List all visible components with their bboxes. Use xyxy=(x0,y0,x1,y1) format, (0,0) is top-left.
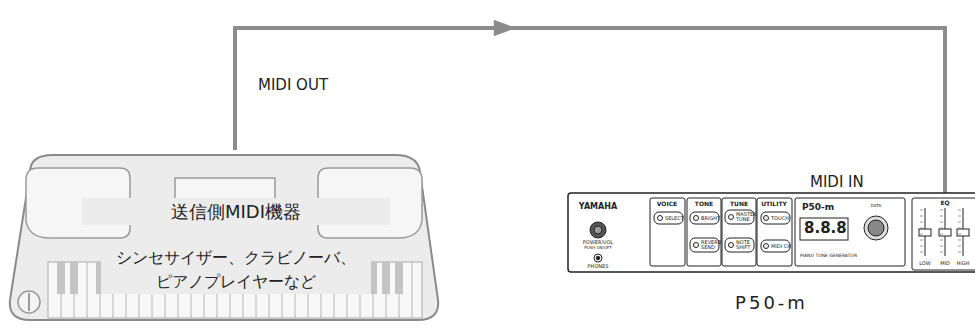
eq-tick xyxy=(940,246,943,247)
panel-label: P50-m xyxy=(802,203,834,212)
eq-tick xyxy=(940,228,943,229)
phones-jack-hole xyxy=(596,256,600,260)
wheel xyxy=(18,291,40,313)
arrowhead xyxy=(494,20,516,37)
led-display xyxy=(800,218,848,240)
eq-tick xyxy=(940,240,943,241)
panel-label: MID xyxy=(940,261,950,266)
eq-tick xyxy=(958,252,961,253)
eq-tick xyxy=(940,234,943,235)
eq-tick xyxy=(920,228,923,229)
panel-label: REVERB SEND xyxy=(701,240,718,251)
eq-tick xyxy=(940,216,943,217)
eq-section xyxy=(912,198,975,270)
tune-section xyxy=(722,198,756,266)
high-slider-knob xyxy=(957,229,969,236)
panel-label: TOUCH xyxy=(771,216,789,221)
tone-generator: P50-m xyxy=(568,193,975,315)
select-button xyxy=(654,212,683,224)
device-heading: 送信側MIDI機器 xyxy=(82,198,390,225)
panel-label: TUNE xyxy=(730,201,748,207)
eq-tick xyxy=(958,216,961,217)
bright-led xyxy=(694,216,699,221)
reverb-button xyxy=(690,238,719,252)
panel-label: LOW xyxy=(919,261,931,266)
sender-keyboard: 送信側MIDI機器シンセサイザー、クラビノーバ、 ピアノプレイヤーなど xyxy=(8,150,440,322)
white-key-divider xyxy=(87,262,88,318)
keyboard-body xyxy=(10,155,438,320)
mid-slider-knob xyxy=(939,229,951,236)
master-tune-button xyxy=(725,210,754,224)
note-shift-button xyxy=(725,238,754,252)
panel-label: DATA xyxy=(871,204,881,208)
data-dial-cap xyxy=(868,220,884,236)
display-section xyxy=(795,198,905,266)
panel-label: UTILITY xyxy=(761,201,787,207)
utility-section xyxy=(757,198,792,266)
low-slider-knob xyxy=(919,229,931,236)
panel-label: EQ xyxy=(940,200,949,206)
panel-label: YAMAHA xyxy=(579,203,617,211)
eq-tick xyxy=(958,210,961,211)
eq-tick xyxy=(920,210,923,211)
device-examples: シンセサイザー、クラビノーバ、 ピアノプレイヤーなど xyxy=(101,246,371,294)
select-led xyxy=(658,216,663,221)
rack-panel xyxy=(568,193,975,272)
signal-label: MIDI OUT xyxy=(258,78,328,94)
signal-label: MIDI IN xyxy=(810,175,864,191)
reverb-led xyxy=(694,243,699,248)
panel-label: MIDI CH xyxy=(771,244,791,249)
eq-tick xyxy=(920,246,923,247)
touch-led xyxy=(764,216,769,221)
black-key xyxy=(382,262,390,294)
eq-tick xyxy=(920,240,923,241)
panel-label: HIGH xyxy=(957,261,970,266)
midi-ch-led xyxy=(764,244,769,249)
eq-tick xyxy=(940,210,943,211)
panel-label: PUSH ON/OFF xyxy=(584,246,611,250)
eq-tick xyxy=(920,252,923,253)
eq-tick xyxy=(940,222,943,223)
eq-tick xyxy=(920,222,923,223)
eq-tick xyxy=(920,216,923,217)
eq-tick xyxy=(958,246,961,247)
eq-tick xyxy=(958,228,961,229)
panel-label: NOTE SHIFT xyxy=(736,240,753,251)
data-dial xyxy=(864,216,888,240)
eq-tick xyxy=(958,240,961,241)
voice-section xyxy=(650,198,685,266)
panel-label: SELECT xyxy=(665,216,684,221)
touch-button xyxy=(761,212,790,224)
panel-label: MASTER TUNE xyxy=(736,212,753,223)
eq-tick xyxy=(940,252,943,253)
black-key xyxy=(57,262,65,294)
eq-tick xyxy=(958,222,961,223)
wheel-mark xyxy=(28,293,30,311)
panel-label: VOICE xyxy=(657,201,677,207)
eq-tick xyxy=(958,234,961,235)
panel-label: POWER/VOL xyxy=(583,240,613,245)
panel-label: TONE xyxy=(695,201,713,207)
tone-section xyxy=(687,198,721,266)
eq-tick xyxy=(920,234,923,235)
panel-label: PIANO TONE GENERATOR xyxy=(800,254,857,259)
model-name: P50-m xyxy=(672,289,872,316)
keyboard-outline xyxy=(8,150,440,322)
phones-jack xyxy=(594,254,602,262)
master-tune-led xyxy=(729,215,734,220)
power-knob xyxy=(590,222,606,238)
power-knob-cap xyxy=(594,226,602,234)
note-shift-led xyxy=(729,243,734,248)
panel-label: BRIGHT xyxy=(701,216,720,221)
black-key xyxy=(70,262,78,294)
midi-ch-button xyxy=(761,240,790,252)
panel-label: 8.8.8 xyxy=(804,221,847,237)
white-key-divider xyxy=(412,262,413,318)
black-key xyxy=(395,262,403,294)
panel-label: PHONES xyxy=(588,264,609,269)
